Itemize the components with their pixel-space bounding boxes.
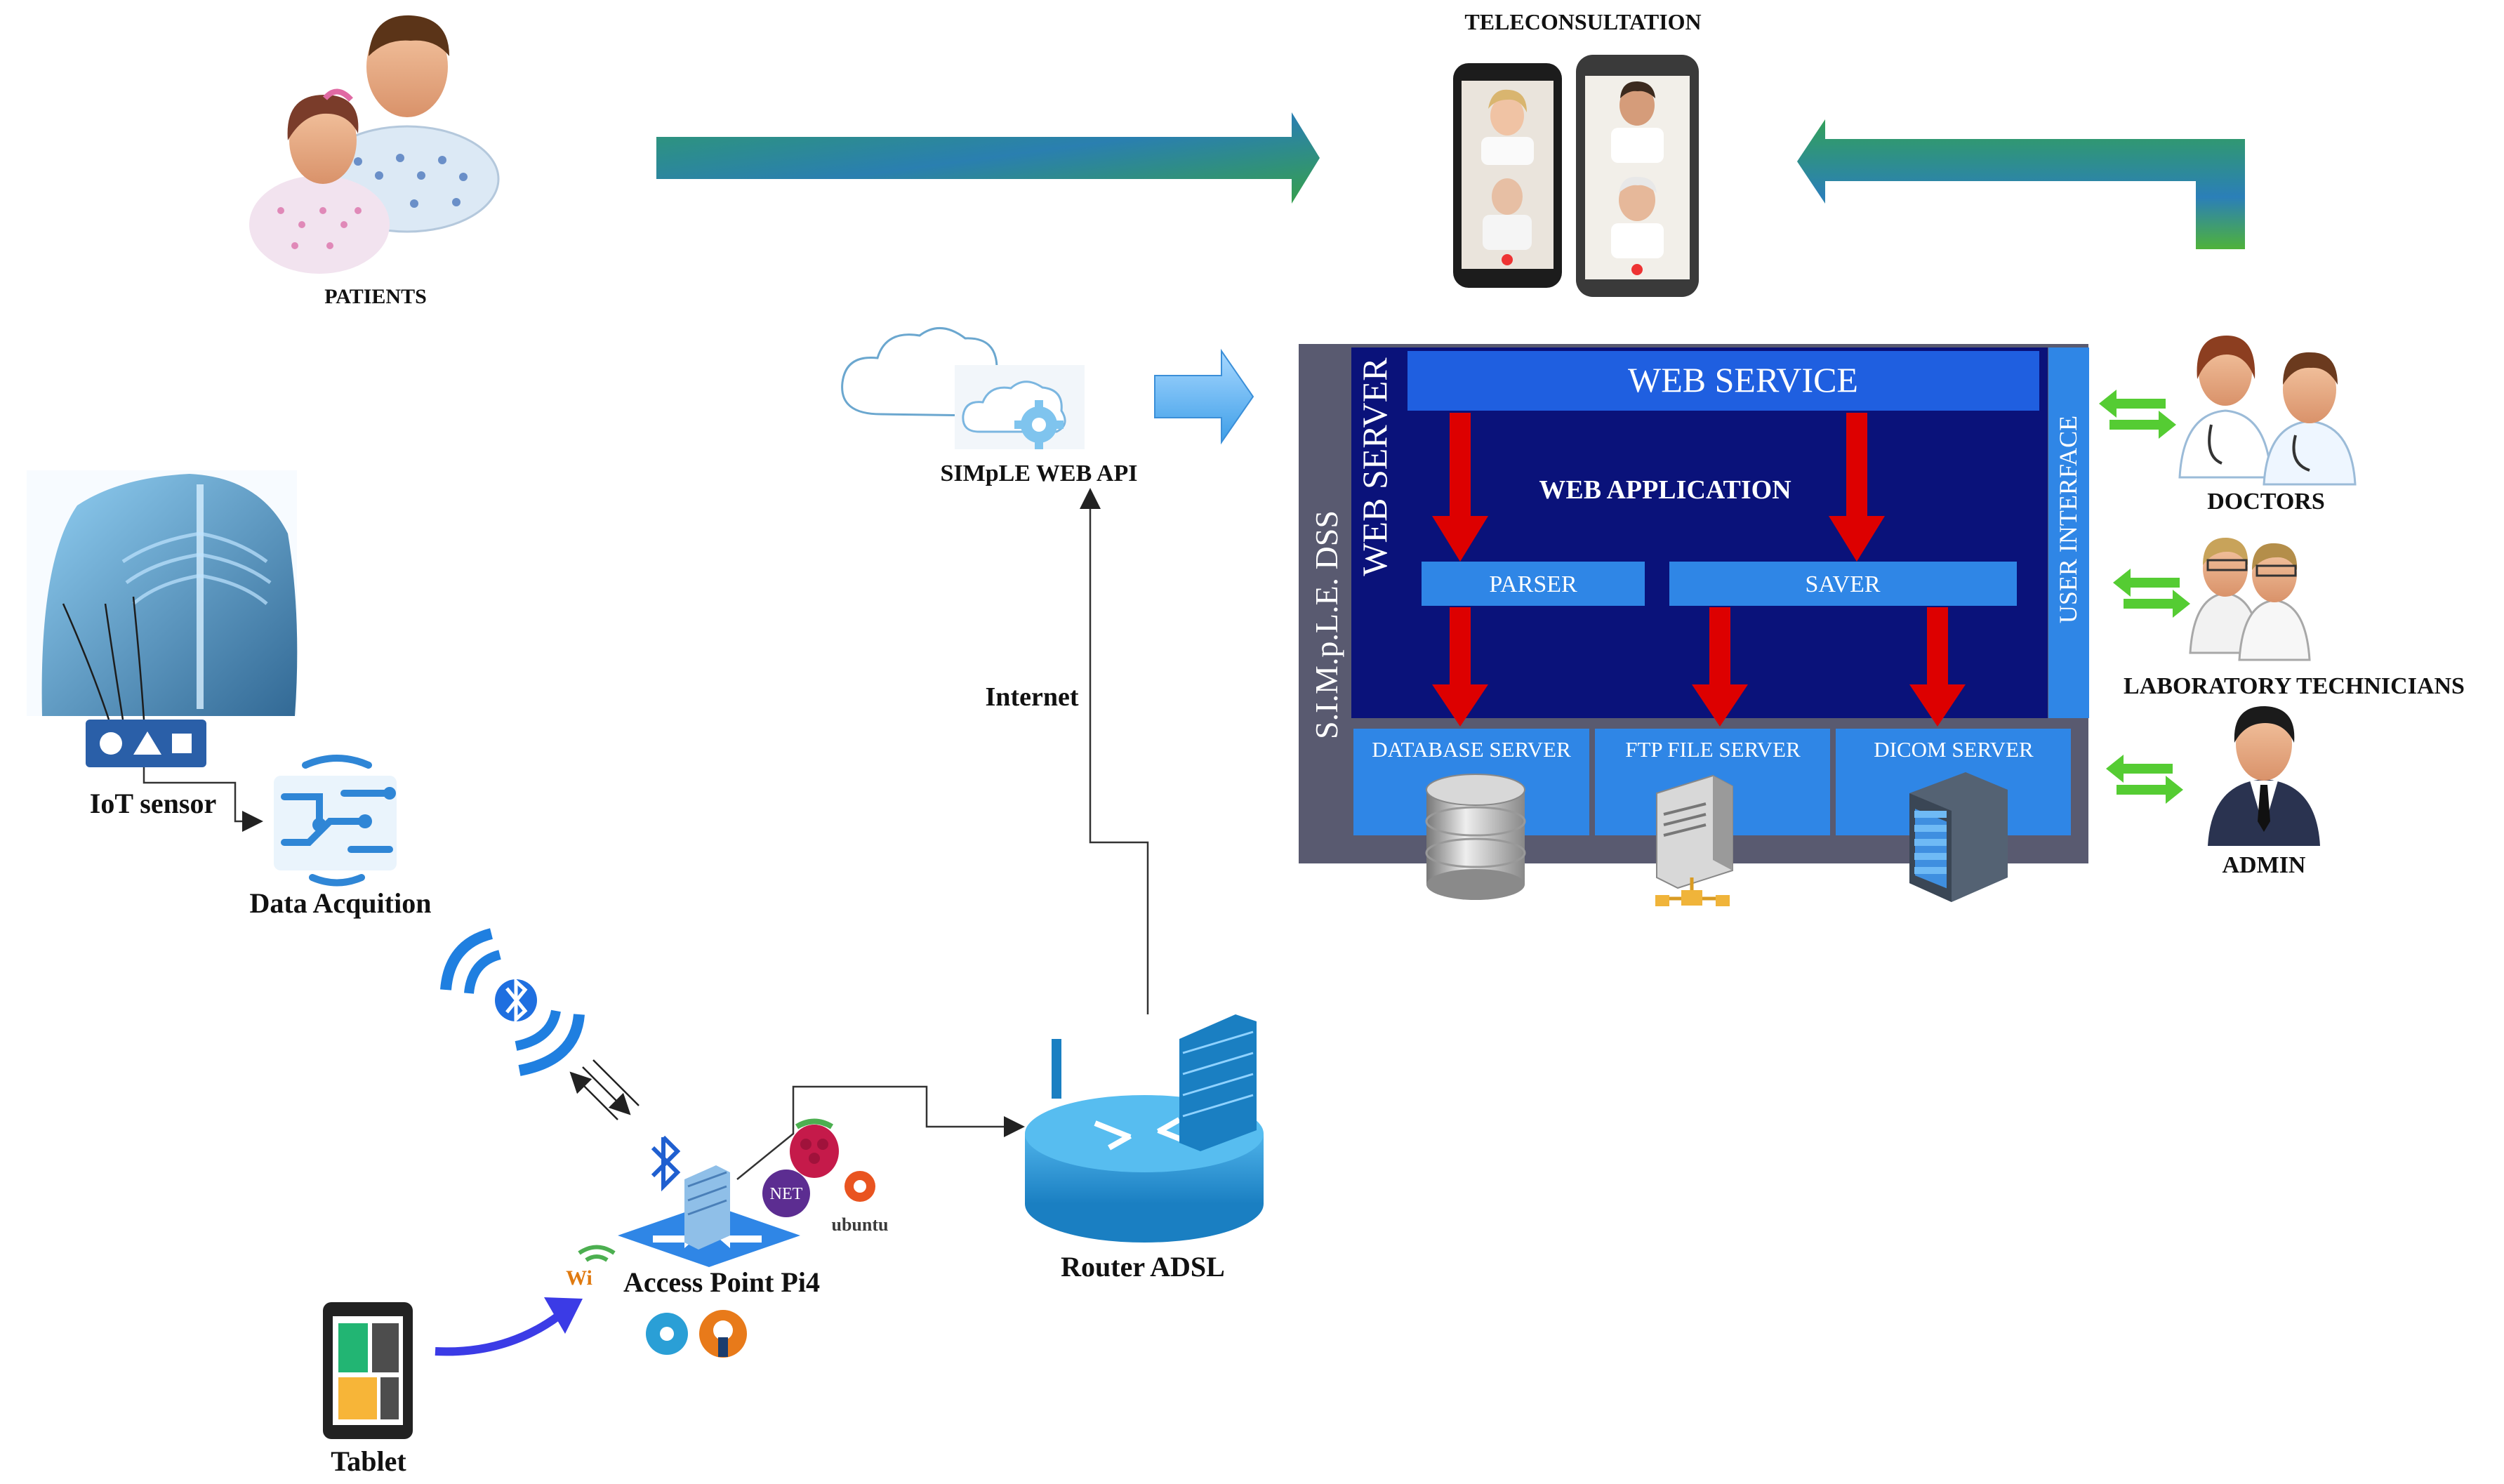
patients-icon xyxy=(249,15,500,274)
web-service-label: WEB SERVICE xyxy=(1628,360,1858,399)
parser-label: PARSER xyxy=(1489,571,1577,597)
gear-icon xyxy=(1014,400,1064,449)
body-skeleton-icon xyxy=(27,470,298,720)
access-point-label: Access Point Pi4 xyxy=(623,1266,820,1298)
circuit-icon xyxy=(274,755,397,887)
access-point-icon xyxy=(618,1135,800,1267)
teleconsultation-label: TELECONSULTATION xyxy=(1464,9,1701,34)
user-interface-label: USER INTERFACE xyxy=(2054,416,2082,623)
data-acquisition-label: Data Acquition xyxy=(250,887,432,919)
admin-icon xyxy=(2208,705,2320,846)
patients-label: PATIENTS xyxy=(324,285,427,308)
dss-title: S.I.M.p.L.E. DSS xyxy=(1309,510,1344,739)
router-label: Router ADSL xyxy=(1061,1251,1225,1283)
internet-connector xyxy=(1080,488,1149,1014)
arrow-users-to-teleconsultation xyxy=(1797,119,2245,249)
simple-web-api-label: SIMpLE WEB API xyxy=(941,461,1138,486)
doctors-label: DOCTORS xyxy=(2207,489,2325,515)
red-arrows xyxy=(1432,413,1966,727)
bluetooth-link-arrows xyxy=(569,1059,640,1120)
arrow-patients-to-teleconsultation xyxy=(656,112,1320,204)
vpn-key-icon xyxy=(646,1310,747,1358)
green-arrows xyxy=(2099,390,2190,804)
net-logo-icon: NET xyxy=(762,1170,810,1217)
firewall-icon xyxy=(1179,1014,1257,1151)
raspberry-pi-icon xyxy=(790,1118,839,1178)
tablet-to-ap-arrowhead xyxy=(544,1297,583,1334)
lab-technicians-label: LABORATORY TECHNICIANS xyxy=(2124,673,2465,699)
web-application-label: WEB APPLICATION xyxy=(1539,475,1791,505)
router-icon xyxy=(1025,1039,1264,1243)
ftp-file-server-label: FTP FILE SERVER xyxy=(1625,737,1801,762)
lab-technicians-icon xyxy=(2189,537,2311,661)
tablet-to-ap-arrow xyxy=(435,1313,561,1356)
saver-label: SAVER xyxy=(1805,571,1880,597)
database-icon xyxy=(1425,774,1526,900)
arrow-api-to-dss xyxy=(1154,348,1254,445)
parser-box xyxy=(1422,562,1645,606)
web-service-box xyxy=(1407,351,2039,411)
net-logo-text: NET xyxy=(770,1185,803,1203)
saver-box xyxy=(1669,562,2017,606)
internet-label: Internet xyxy=(986,682,1079,712)
iot-to-acquisition-connector xyxy=(143,767,263,832)
tablet-label: Tablet xyxy=(331,1445,406,1477)
admin-label: ADMIN xyxy=(2223,852,2306,878)
tablet-icon xyxy=(323,1302,413,1439)
ubuntu-logo-text: ubuntu xyxy=(832,1214,889,1235)
server-icon xyxy=(1909,772,2008,902)
ubuntu-logo-icon: ubuntu xyxy=(832,1171,889,1235)
doctors-icon xyxy=(2178,336,2357,486)
database-server-label: DATABASE SERVER xyxy=(1372,737,1571,762)
teleconsultation-phones-icon xyxy=(1453,55,1699,297)
ap-to-router-connector xyxy=(736,1085,1025,1180)
web-server-label: WEB SERVER xyxy=(1355,357,1394,576)
wifi-logo-text: Wi xyxy=(566,1266,592,1290)
bluetooth-icon xyxy=(440,928,585,1076)
iot-sensor-label: IoT sensor xyxy=(90,788,216,819)
server-icon xyxy=(1655,774,1733,906)
wifi-logo-icon: Wi xyxy=(566,1245,616,1290)
dicom-server-label: DICOM SERVER xyxy=(1874,737,2034,762)
iot-sensor-icon xyxy=(86,720,206,767)
